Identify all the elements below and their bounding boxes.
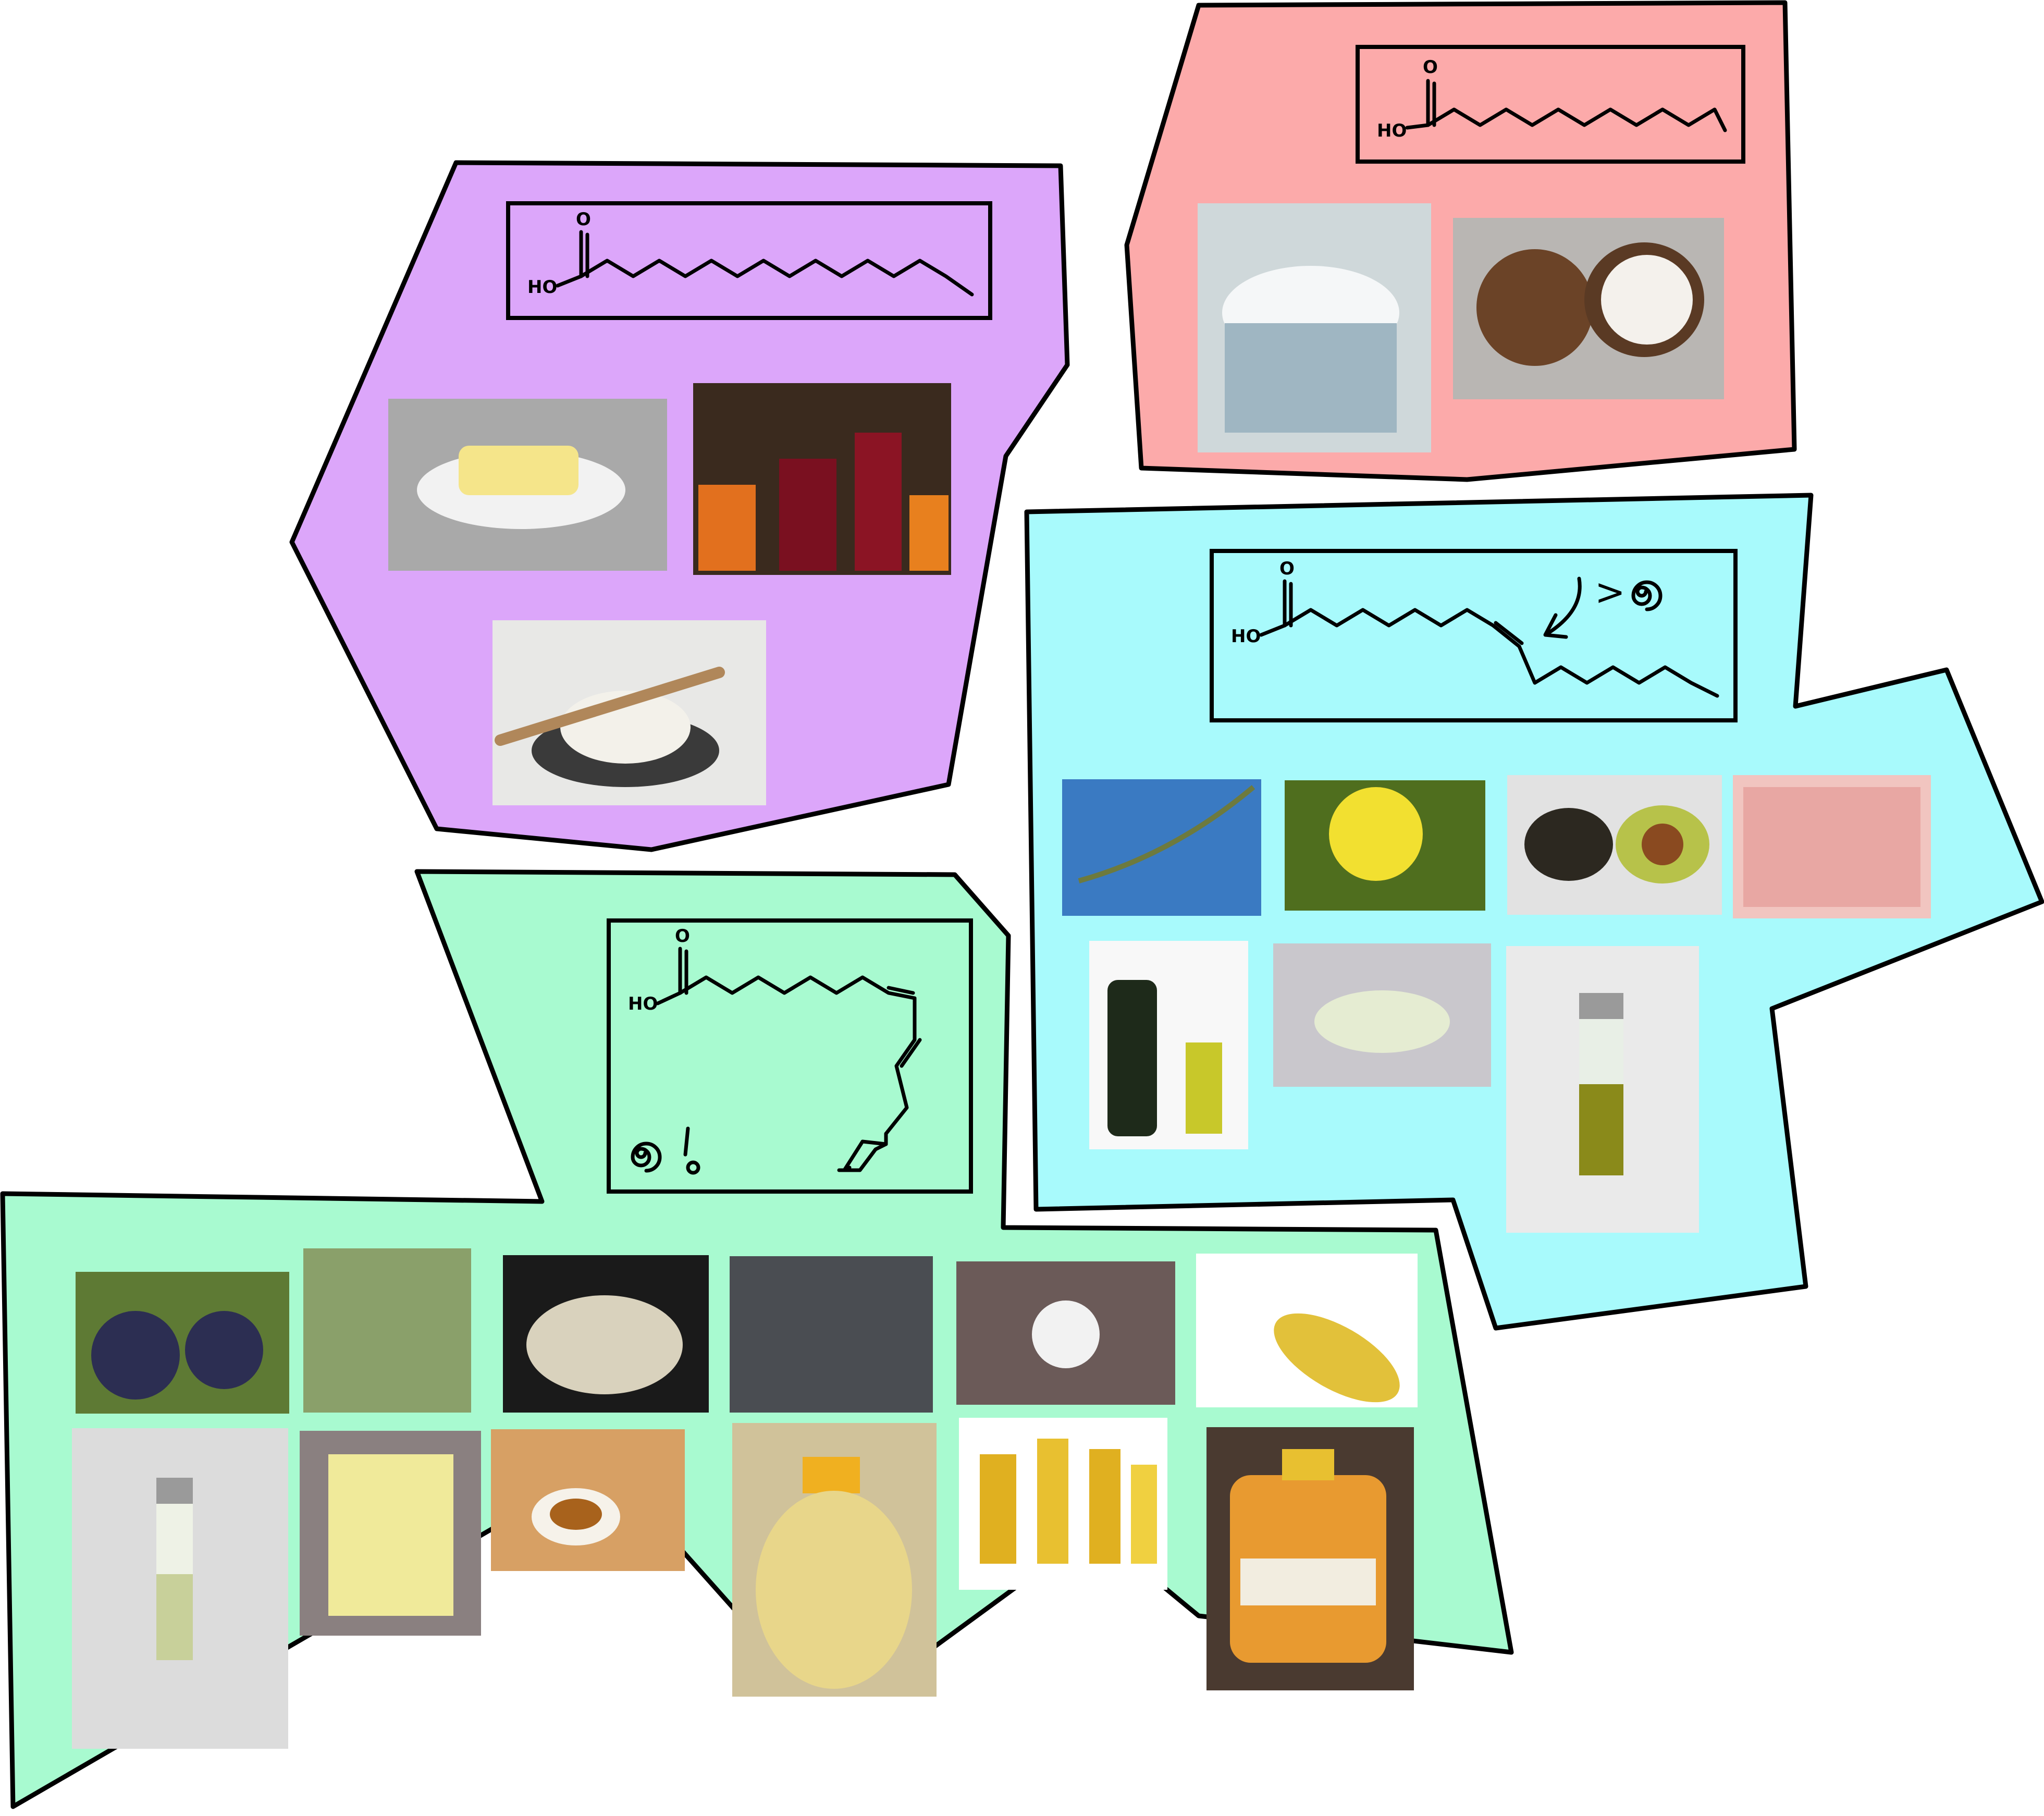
lauric-photos [1198, 203, 1724, 452]
oleic-kink-arrow [1546, 576, 1582, 635]
oil-bottle-2 [1037, 1439, 1068, 1564]
beaker-oil [328, 1454, 453, 1616]
spiral-icon [1631, 580, 1663, 611]
palmitic-region [289, 160, 1070, 852]
linoleic-structure: O HO [628, 926, 922, 1175]
oleic-hydroxyl-bond [1259, 623, 1287, 637]
palmitic-chain [579, 259, 974, 297]
oleic-comparison-symbol: > [1595, 571, 1626, 613]
oleic-kink-arrowhead [1543, 613, 1568, 639]
cotton-boll [1032, 1300, 1100, 1368]
oil-bottle-4 [1131, 1465, 1157, 1564]
lauric-structure-frame [1356, 45, 1745, 164]
coconut-shell [1476, 249, 1593, 366]
linoleic-carbonyl-label: O [675, 926, 690, 947]
linoleic-chain-end [837, 1142, 888, 1172]
oleic-chain-head [1283, 608, 1521, 648]
sunflower-oil-bottle [756, 1491, 912, 1689]
palm-oil-jar-left [698, 485, 756, 571]
linoleic-vial-liquid [156, 1574, 193, 1660]
sesame-seed-pile [526, 1295, 683, 1394]
lauric-hydroxyl-bond [1405, 123, 1430, 130]
linoleic-acid-group: O HO [0, 869, 1514, 1809]
corn-oil-cap [1282, 1449, 1334, 1480]
oleic-acid-group: O HO > [1024, 493, 2044, 1331]
linoleic-photos [72, 1248, 1418, 1749]
linoleic-chain-mid [884, 996, 917, 1136]
exclamation-dot [686, 1160, 700, 1175]
palmitic-hydroxyl-bond [556, 274, 583, 288]
palmitic-photos [388, 383, 951, 805]
linoleic-vial-cap [156, 1478, 193, 1504]
avocado-pit [1642, 824, 1683, 865]
grape-cluster-right [185, 1311, 263, 1389]
lauric-carbonyl-label: O [1423, 57, 1438, 78]
lauric-chain [1426, 107, 1727, 132]
oleic-photos [1062, 775, 1931, 1233]
oil-bowl [1314, 990, 1450, 1053]
oleic-chain-tail [1517, 644, 1719, 698]
sunflower-oil-cap [803, 1457, 860, 1493]
palmitic-acid-group: O HO [289, 160, 1070, 852]
linoleic-hydroxyl-bond [656, 991, 682, 1005]
sunflower-seeds-photo [730, 1256, 933, 1413]
oleic-carbonyl-label: O [1279, 558, 1295, 579]
sesame-oil [550, 1499, 602, 1530]
palmitic-carbonyl-label: O [576, 209, 591, 230]
coconut-flesh [1601, 255, 1693, 345]
linoleic-structure-frame [607, 918, 973, 1194]
olive-oil-glass [1186, 1042, 1222, 1134]
oleic-hydroxyl-label: HO [1231, 626, 1261, 647]
linoleic-chain-head [678, 975, 917, 1000]
palm-oil-jar-right [909, 495, 949, 571]
corn-cob [1274, 1313, 1400, 1403]
spiral-icon [631, 1142, 662, 1173]
rapeseed-blossom [1329, 787, 1423, 881]
lauric-structure: O HO [1377, 57, 1727, 141]
avocado-whole [1524, 808, 1613, 881]
oil-bottle-3 [1089, 1449, 1120, 1564]
palmitic-structure-frame [506, 201, 992, 320]
linoleic-hydroxyl-label: HO [628, 993, 658, 1014]
exclamation-icon [683, 1126, 690, 1157]
oil-bottle-1 [980, 1454, 1016, 1564]
soybeans-photo [303, 1248, 471, 1413]
palm-oil-bottle-red [779, 459, 836, 571]
oleic-vial-liquid [1579, 1084, 1623, 1175]
linoleic-double-bond-1 [886, 986, 915, 995]
palmitic-hydroxyl-label: HO [527, 277, 557, 298]
coconut-oil-jar-body [1225, 323, 1397, 433]
corn-oil-label [1240, 1559, 1376, 1605]
butter-block [459, 446, 578, 495]
oleic-vial-cap [1579, 993, 1623, 1019]
wooden-spoon [495, 667, 725, 746]
oleic-structure-frame [1210, 549, 1738, 722]
olive-branch [1078, 785, 1255, 884]
grape-cluster-left [91, 1311, 180, 1400]
olive-oil-bottle [1107, 980, 1157, 1136]
oleic-structure: O HO > [1231, 558, 1719, 698]
bacon-slices [1743, 787, 1920, 907]
linoleic-double-bond-2 [900, 1038, 922, 1068]
oleic-double-bond [1494, 621, 1524, 645]
palm-oil-bottle-tall [855, 433, 902, 571]
lauric-hydroxyl-label: HO [1377, 120, 1407, 141]
palmitic-structure: O HO [527, 209, 974, 298]
lauric-acid-group: O HO [1124, 0, 1797, 482]
